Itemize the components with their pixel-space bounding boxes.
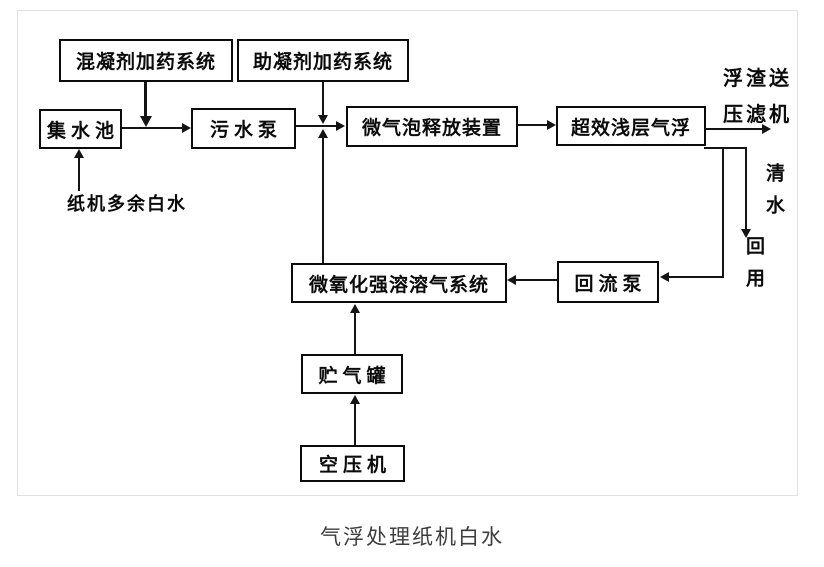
arrowhead-coagulant-aid-into-pipe xyxy=(318,115,328,124)
line-compressor-to-tank xyxy=(354,404,356,445)
arrowhead-scum-to-filter-press xyxy=(762,124,771,134)
node-collection-tank: 集水池 xyxy=(39,109,122,149)
line-scum-out xyxy=(706,128,762,130)
line-recycle-to-return-pump xyxy=(669,276,724,278)
label-scum-to-filter-press: 浮渣送 压滤机 xyxy=(723,61,792,133)
node-shallow-layer-daf: 超效浅层气浮 xyxy=(556,106,706,146)
line-recycle-down xyxy=(722,147,724,278)
node-gas-storage-tank: 贮气罐 xyxy=(301,354,403,394)
arrowhead-air-into-tank xyxy=(350,395,360,404)
line-coagulant-drop xyxy=(144,82,147,116)
line-coagulant-aid-drop xyxy=(322,82,324,115)
node-coagulant-aid-dosing-system: 助凝剂加药系统 xyxy=(237,39,409,82)
arrowhead-into-daf xyxy=(547,120,556,130)
node-microbubble-release-device: 微气泡释放装置 xyxy=(346,106,518,147)
line-clear-water-out xyxy=(745,147,747,229)
line-tank-to-pump xyxy=(122,127,182,129)
line-daf-outlet-connector xyxy=(704,147,747,149)
node-sewage-pump: 污水泵 xyxy=(191,108,296,149)
node-coagulant-dosing-system: 混凝剂加药系统 xyxy=(59,39,233,82)
line-release-to-daf xyxy=(518,124,547,126)
arrowhead-clear-water-reuse xyxy=(741,229,751,238)
label-reuse: 回用 xyxy=(743,236,764,300)
arrowhead-into-return-pump xyxy=(660,272,669,282)
label-clear-water: 清水 xyxy=(763,163,784,227)
arrowhead-inlet-into-tank xyxy=(74,149,84,158)
line-tank-to-dissolved-air xyxy=(354,313,356,354)
line-dissolved-air-riser xyxy=(322,138,324,263)
figure-caption: 气浮处理纸机白水 xyxy=(320,526,504,549)
label-scum-line1: 浮渣送 xyxy=(723,68,792,90)
arrowhead-into-dissolved-air-system xyxy=(507,275,516,285)
label-scum-line2: 压滤机 xyxy=(723,104,792,126)
node-air-compressor: 空压机 xyxy=(300,445,405,482)
label-paper-machine-excess-white-water: 纸机多余白水 xyxy=(67,194,187,214)
arrowhead-into-release-device xyxy=(336,121,345,131)
node-dissolved-air-system: 微氧化强溶溶气系统 xyxy=(291,263,507,303)
node-return-pump: 回流泵 xyxy=(557,261,659,303)
arrowhead-dissolved-air-into-pipe xyxy=(318,129,328,138)
line-return-pump-to-dissolved-air xyxy=(516,279,557,281)
line-white-water-inlet xyxy=(78,158,80,191)
arrowhead-coagulant-into-pipe xyxy=(140,116,152,127)
line-pump-to-release xyxy=(296,125,336,127)
arrowhead-into-sewage-pump xyxy=(182,123,191,133)
arrowhead-gas-into-dissolved-air xyxy=(350,304,360,313)
diagram-frame: 混凝剂加药系统 助凝剂加药系统 集水池 污水泵 微气泡释放装置 超效浅层气浮 微… xyxy=(17,10,798,496)
